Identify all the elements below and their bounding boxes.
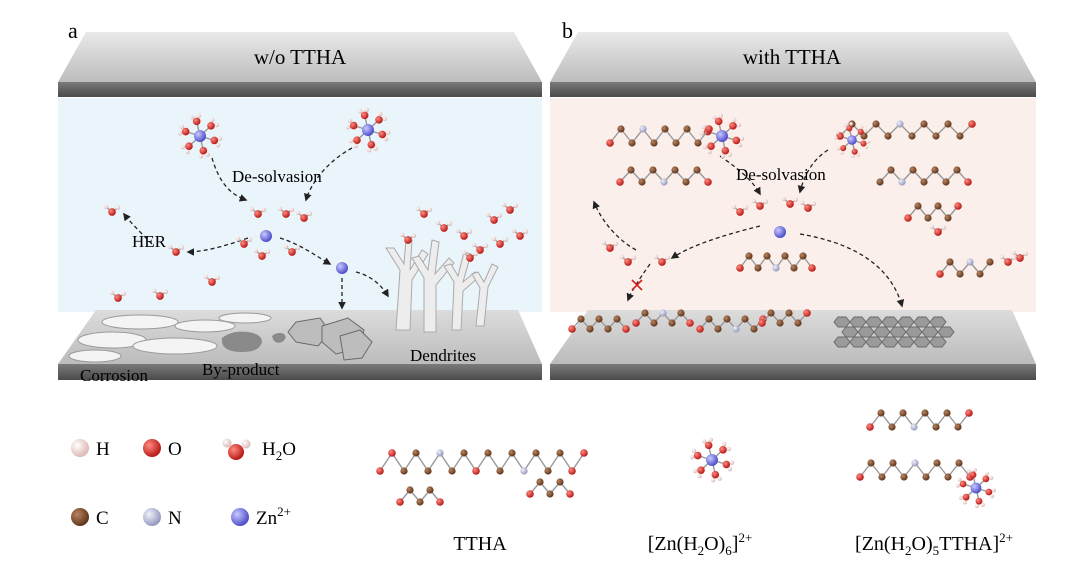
legend-c-label: C [96,508,109,529]
water-molecule [461,250,479,262]
legend-o-atom [143,439,161,457]
panel-a-flow-arrows [123,147,389,310]
ttha-chain [758,309,811,327]
ttha-chain [632,309,694,327]
water-molecule [491,236,509,248]
ttha-branch [396,486,444,506]
legend-n-label: N [168,508,182,529]
corrosion-surface [68,312,272,363]
water-molecule [501,202,519,214]
zn-h2o6-complex [345,107,391,153]
water-molecule [653,254,671,266]
water-molecule [109,290,127,302]
legend-h-atom [71,439,89,457]
molecule-layer [103,107,1029,509]
panel-b-title: with TTHA [743,45,842,69]
water-molecule [295,210,313,222]
label-byproduct: By-product [202,360,280,379]
legend-water-label: H2O [262,439,296,463]
caption-zn-h2o6: [Zn(H2O)6]2+ [648,530,753,558]
water-molecule [103,204,121,216]
panel-b-letter: b [562,18,573,43]
water-molecule [929,224,947,236]
zn-ion [336,262,348,274]
atom-legend: H O H2O C N Zn2+ [71,438,296,529]
panel-a: a w/o TTHA De-solvasion HER Corrosion By… [58,18,542,385]
zn-h2o6-complex [177,113,223,159]
water-molecule [751,198,769,210]
ttha-chain [936,258,994,278]
water-molecule [283,244,301,256]
caption-zn-h2o5-ttha: [Zn(H2O)5TTHA]2+ [855,530,1013,558]
label-corrosion: Corrosion [80,366,149,385]
ttha-chain [856,459,974,481]
panel-a-top-plate-edge [58,82,542,97]
water-molecule [799,200,817,212]
water-molecule [781,196,799,208]
water-molecule [455,228,473,240]
zn-dendrites [385,239,499,333]
water-molecule [601,240,619,252]
label-desolvation-b: De-solvasion [736,165,826,184]
water-molecule [167,244,185,256]
water-molecule [253,248,271,260]
panel-b-top-plate-edge [550,82,1036,97]
uniform-zn-deposit [833,316,955,348]
zn-ion [774,226,786,238]
water-molecule [415,206,433,218]
water-molecule [435,220,453,232]
panel-a-title: w/o TTHA [254,45,347,69]
zn-h2o6-complex [689,437,735,483]
ttha-molecule [376,449,588,475]
legend-n-atom [143,508,161,526]
water-molecule [249,206,267,218]
byproduct-deposit [221,317,373,361]
panel-b-bottom-plate-edge [550,364,1036,380]
label-dendrites: Dendrites [410,346,476,365]
ttha-chain [568,315,630,333]
ttha-chain [606,125,713,147]
ttha-branch [526,478,574,498]
ttha-chain [904,202,962,222]
blocked-arrow-mark [631,279,643,291]
water-molecule [485,212,503,224]
zn-ion [260,230,272,242]
legend-water-molecule [222,438,251,460]
ttha-chain [616,166,712,186]
legend-o-label: O [168,439,182,460]
water-molecule [619,254,637,266]
panel-a-letter: a [68,18,78,43]
water-molecule [235,236,253,248]
zn-h2o6-complex [834,122,870,158]
label-her: HER [132,232,167,251]
zn-h2o5-ttha-complex [955,467,997,509]
water-molecule [203,274,221,286]
water-molecule [399,232,417,244]
legend-c-atom [71,508,89,526]
water-molecule [151,288,169,300]
water-molecule [471,242,489,254]
panel-b-flow-arrows [592,149,905,308]
ttha-chain [696,315,767,333]
water-molecule [999,254,1017,266]
water-molecule [511,228,529,240]
panel-a-bottom-plate-edge [58,364,542,380]
ttha-chain [736,252,816,272]
water-molecule [277,206,295,218]
caption-ttha: TTHA [453,533,507,555]
panel-a-top-plate [58,32,542,82]
legend-zn-ion [231,508,249,526]
ttha-chain [876,166,972,186]
water-molecule [731,204,749,216]
panel-b-top-plate [550,32,1036,82]
legend-zn-label: Zn2+ [256,504,291,529]
label-desolvation-a: De-solvasion [232,167,322,186]
ttha-chain [866,409,973,431]
water-molecule [1011,250,1029,262]
legend-h-label: H [96,439,110,460]
